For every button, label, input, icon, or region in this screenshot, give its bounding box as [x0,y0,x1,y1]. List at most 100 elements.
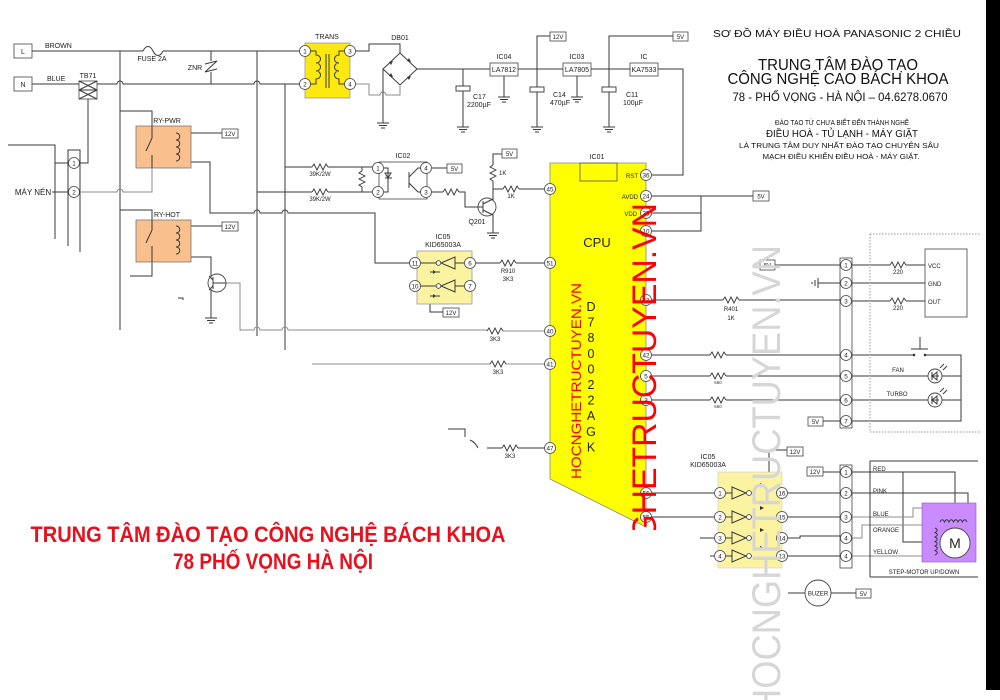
led-fan: FAN [892,363,948,384]
terminal-block-tb71 [78,80,98,100]
pin: 40 [544,325,556,337]
pin-number: 2 [844,490,848,497]
transistor-icon [208,275,226,291]
pin-number: 35 [642,210,650,217]
watermark-red-large: HOCNGHETRUCTUYEN.VN [626,203,664,640]
capacitor-value: 100µF [623,100,643,107]
passives [204,85,907,452]
pin: 6 [840,394,852,406]
pin: 11 [409,257,421,269]
pin: 55 [640,511,652,523]
resistor-value: 220 [893,270,904,276]
pin-number: 4 [844,535,848,542]
tagline: MẠCH ĐIỀU KHIỂN ĐIỀU HOÀ - MÁY GIẶT. [763,151,920,161]
rail-12v [221,221,239,232]
regulator-part: KA7533 [632,67,657,74]
line-terminal-label: L [21,49,25,56]
pin-number: 55 [642,514,650,521]
resistor-value: 1K [727,316,734,322]
motor-winding-icon [933,519,968,556]
pin: 4 [420,162,432,174]
relay-body [135,125,192,169]
rail-5v-q201: 5V [501,148,518,159]
transformer: TRANS [304,34,351,99]
rail-5v-vdd: 5V [752,190,770,202]
pin: 2 [372,186,384,198]
pin-number: 3 [424,189,428,196]
rail-5v-ic02: 5V [446,163,463,174]
transistor-ref: Q201 [468,219,485,226]
rail-label: 5V [812,420,819,426]
cpu-label: CPU [583,235,610,250]
pin-number: 1 [72,160,76,167]
pin: 45 [544,183,556,195]
org-name-line1: TRUNG TÂM ĐÀO TẠO [758,55,918,74]
pin: 4 [344,78,356,90]
motor-symbol: M [949,535,961,551]
driver-ic05-bottom: IC05 KID65003A [690,454,783,569]
transformer-label: TRANS [315,34,339,41]
switch-contact [912,353,916,357]
regulator-part: LA7805 [565,67,589,74]
pin: 4 [714,550,726,562]
capacitor-value: 2200µF [467,102,491,109]
buzzer-icon [804,579,832,607]
resistor-value: 3K3 [505,454,516,460]
capacitor-c17 [455,85,471,92]
tagline: ĐIỀU HOÀ - TỦ LẠNH - MÁY GIẶT [766,127,918,140]
pin: 7 [464,280,476,292]
pin-number: 10 [642,228,650,235]
ic-part: KID65003A [425,242,461,249]
footer-banner: TRUNG TÂM ĐÀO TẠO CÔNG NGHỆ BÁCH KHOA 78… [31,522,506,574]
rail-label: 5V [860,592,867,598]
wire-trans-sec-2 [356,83,401,96]
pin-number: 3 [348,48,352,55]
pin: 6 [464,257,476,269]
wire-pin47 [448,428,544,449]
rail-label: 12V [225,225,236,231]
pin-number: 15 [778,514,786,521]
varistor-symbol [204,51,218,84]
pin-number: 3 [644,397,648,404]
wire-color-label: BLUE [873,512,889,518]
pin-number: 2 [376,189,380,196]
pin: 7 [840,415,852,427]
title-block: SƠ ĐỒ MÁY ĐIỀU HOÀ PANASONIC 2 CHIỀU TRU… [713,27,961,161]
ic-body [717,471,783,569]
pin-number: 1 [844,469,848,476]
wire-led-lines [652,354,840,422]
motor-outline [869,460,978,578]
fuse-label: FUSE 2A [137,56,167,63]
banner-line1: TRUNG TÂM ĐÀO TẠO CÔNG NGHỆ BÁCH KHOA [31,522,506,547]
pin: 10 [640,225,652,237]
pin-number: 43 [642,297,650,304]
pin: 43 [640,294,652,306]
pin-number: 4 [844,352,848,359]
pin: 5 [840,370,852,382]
capacitor-c11 [601,86,617,93]
ic-part: KID65003A [690,462,726,469]
switch-symbol [911,337,928,350]
pin: 2 [68,186,80,198]
fuse-symbol [142,46,164,56]
line-terminal [13,43,33,59]
wire-ic02-out [432,167,478,208]
relay-coil-icon [145,126,181,168]
compressor-label: MÁY NÉN [15,188,52,197]
regulator-ref: IC [641,54,648,61]
transformer-body [304,42,351,99]
pin-number: 24 [642,193,650,200]
tagline: LÀ TRUNG TÂM DUY NHẤT ĐÀO TẠO CHUYÊN SÂU [739,140,939,150]
wire-trans-sec [356,43,401,53]
resistor-value: 1K [507,194,514,200]
wire-sensor-board [852,264,925,302]
regulator-ic04: LA7812 IC04 [489,54,519,77]
wire-driver-out [788,471,840,557]
buzzer-label: BUZER [808,592,829,598]
pin: 3 [840,295,852,307]
pin: 2 [840,277,852,289]
resistor-value: 3K3 [493,370,504,376]
wire-compressor [8,144,81,252]
rail-label: 5V [506,152,513,158]
pin: 3 [344,45,356,57]
